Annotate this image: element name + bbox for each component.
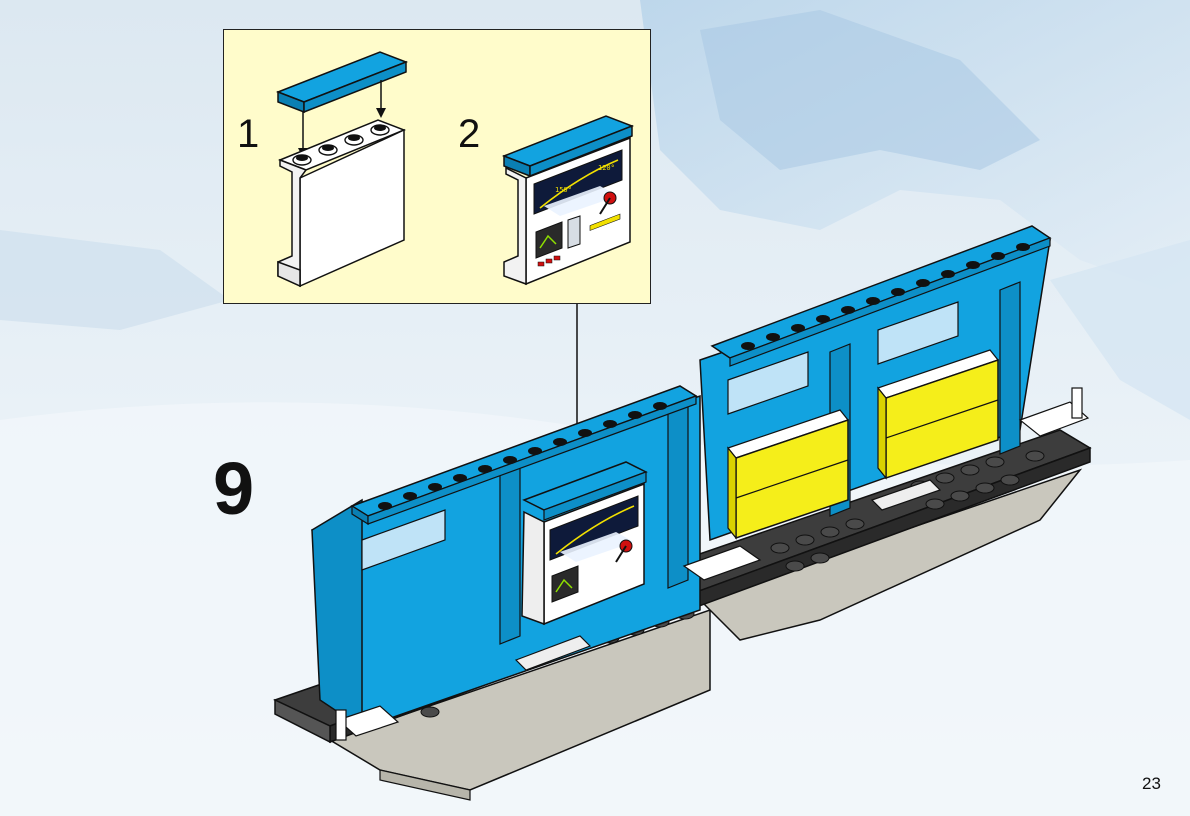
blue-tile-part [278, 52, 406, 112]
substep-1-illustration [278, 52, 406, 286]
white-bar-left [336, 710, 346, 740]
decal-angle-left: 150° [555, 186, 572, 194]
page-number: 23 [1142, 774, 1161, 794]
substep-2-illustration: 150° 120° [504, 0, 632, 284]
step-number: 9 [213, 452, 254, 526]
decal-angle-right: 120° [598, 164, 615, 172]
main-model [275, 226, 1090, 800]
white-panel-part [278, 120, 404, 286]
white-bar-right [1072, 388, 1082, 418]
